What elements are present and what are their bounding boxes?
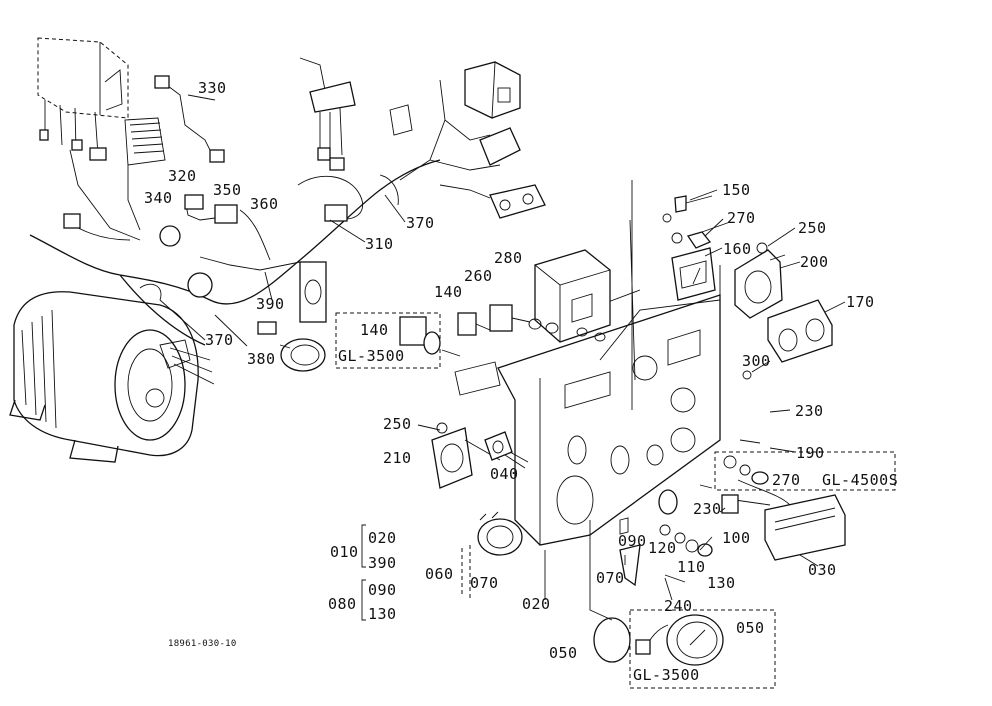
meter-drawing (662, 195, 731, 301)
part-label-160: 160 (723, 240, 752, 258)
part-label-050-b: 050 (736, 619, 765, 637)
part-label-380: 380 (247, 350, 276, 368)
part-label-170: 170 (846, 293, 875, 311)
group-label-080: 080 (328, 595, 357, 613)
part-label-210: 210 (383, 449, 412, 467)
control-box-drawing (37, 37, 166, 241)
part-label-110: 110 (677, 558, 706, 576)
part-label-320: 320 (168, 167, 197, 185)
part-label-150: 150 (722, 181, 751, 199)
part-label-280: 280 (494, 249, 523, 267)
part-label-350: 350 (213, 181, 242, 199)
group-item-090: 090 (368, 581, 397, 599)
part-label-070-b: 070 (470, 574, 499, 592)
model-label-gl3500-b: GL-3500 (633, 666, 700, 684)
part-label-260: 260 (464, 267, 493, 285)
group-label-010: 010 (330, 543, 359, 561)
part-label-060: 060 (425, 565, 454, 583)
part-label-230: 230 (795, 402, 824, 420)
part-label-020: 020 (522, 595, 551, 613)
part-label-230-b: 230 (693, 500, 722, 518)
part-label-190: 190 (796, 444, 825, 462)
group-item-390: 390 (368, 554, 397, 572)
group-brackets (361, 524, 463, 621)
lower-right-parts-drawing (714, 439, 896, 561)
group-item-130: 130 (368, 605, 397, 623)
part-label-300: 300 (742, 352, 771, 370)
part-label-340: 340 (144, 189, 173, 207)
part-label-090: 090 (618, 532, 647, 550)
part-label-070: 070 (596, 569, 625, 587)
part-label-270-b: 270 (772, 471, 801, 489)
part-label-270: 270 (727, 209, 756, 227)
wire-harness-drawing (29, 75, 441, 372)
upper-harness-drawing (297, 57, 546, 222)
group-item-020: 020 (368, 529, 397, 547)
part-label-310: 310 (365, 235, 394, 253)
part-label-330: 330 (198, 79, 227, 97)
gauge-050-drawing (589, 520, 776, 689)
part-label-140-gl: 140 (360, 321, 389, 339)
part-label-050: 050 (549, 644, 578, 662)
part-label-030: 030 (808, 561, 837, 579)
part-label-370-b: 370 (205, 331, 234, 349)
model-label-gl4500s: GL-4500S (822, 471, 899, 489)
leader-lines (159, 94, 846, 601)
part-label-130: 130 (707, 574, 736, 592)
switch-060-drawing (469, 484, 713, 598)
part-label-390: 390 (256, 295, 285, 313)
part-label-360: 360 (250, 195, 279, 213)
part-label-120: 120 (648, 539, 677, 557)
model-label-gl3500: GL-3500 (338, 347, 405, 365)
control-panel-drawing (497, 180, 721, 546)
part-label-250: 250 (798, 219, 827, 237)
part-label-250-b: 250 (383, 415, 412, 433)
part-label-240: 240 (664, 597, 693, 615)
receptacle-drawing (734, 242, 833, 380)
part-label-100: 100 (722, 529, 751, 547)
part-label-140: 140 (434, 283, 463, 301)
part-label-040: 040 (490, 465, 519, 483)
part-label-200: 200 (800, 253, 829, 271)
generator-drawing (9, 291, 215, 463)
part-label-370: 370 (406, 214, 435, 232)
drawing-code: 18961-030-10 (168, 639, 237, 649)
box-280-drawing (335, 249, 611, 396)
receptacle-210-drawing (431, 422, 529, 489)
